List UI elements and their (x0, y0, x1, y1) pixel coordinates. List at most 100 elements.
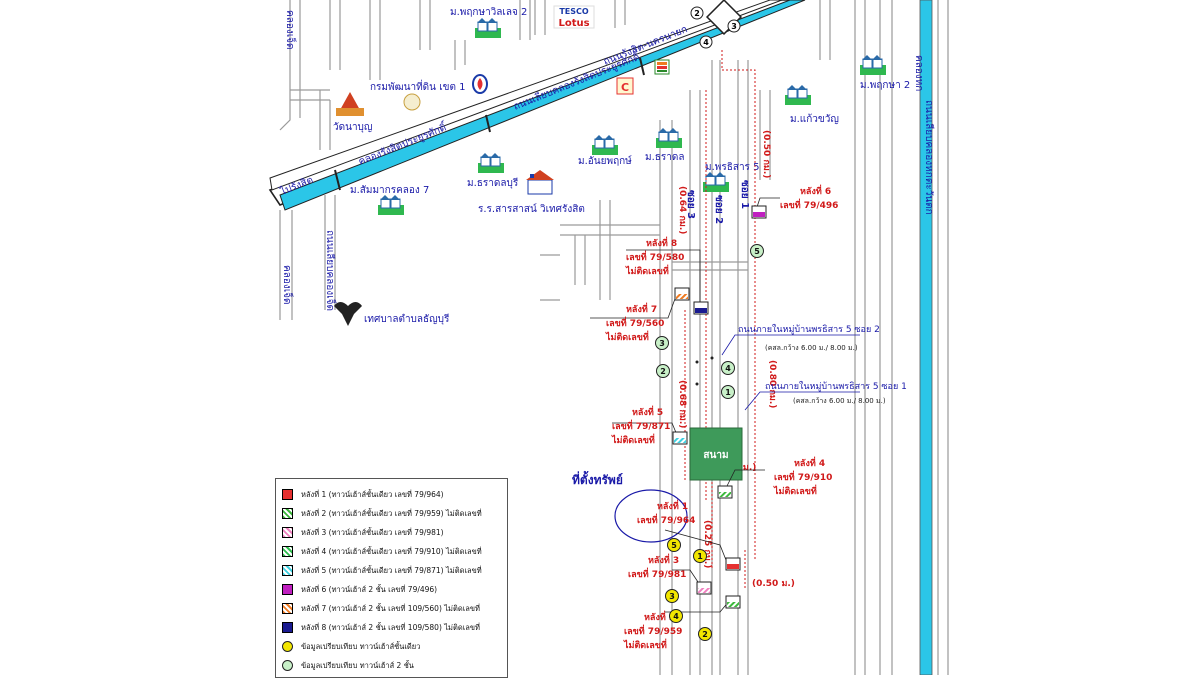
legend-swatch-icon (282, 508, 293, 519)
comparable-marker: 5 (750, 244, 764, 258)
village-icon (592, 135, 618, 155)
house-title: หลังที่ 7 (626, 302, 657, 315)
legend-swatch-icon (282, 546, 293, 557)
land-dept-label: กรมพัฒนาที่ดิน เขต 1 (370, 79, 465, 93)
house-leader-line (612, 422, 678, 436)
comparable-marker: 4 (669, 609, 683, 623)
property-location-label: ที่ตั้งทรัพย์ (572, 470, 623, 487)
road-point (695, 382, 699, 386)
comparable-number: 5 (671, 541, 677, 550)
comparable-number: 4 (673, 612, 679, 621)
comparable-number: 3 (659, 339, 665, 348)
road-point (710, 356, 714, 360)
house-number: เลขที่ 79/871 (612, 419, 670, 432)
legend-label: หลังที่ 6 (ทาวน์เฮ้าส์ 2 ชั้น เลขที่ 79/… (301, 584, 438, 594)
village-icon (785, 85, 811, 105)
house-marker-fill (719, 492, 731, 497)
house-title: หลังที่ 5 (632, 405, 663, 418)
comparable-marker: 5 (667, 538, 681, 552)
comparable-marker: 2 (656, 364, 670, 378)
legend-swatch-icon (282, 622, 293, 633)
house-marker-fill (727, 564, 739, 569)
soi-2-label: ซอย 2 (713, 195, 724, 224)
comparable-marker: 4 (721, 361, 735, 375)
legend-row: หลังที่ 8 (ทาวน์เฮ้าส์ 2 ชั้น เลขที่ 109… (282, 618, 501, 637)
tesco-text: TESCO (559, 7, 589, 16)
house-title: หลังที่ 6 (800, 184, 831, 197)
comparable-marker: 3 (665, 589, 679, 603)
intersection-3: 3 (731, 22, 737, 31)
house-leader-line (626, 249, 701, 302)
house-unnumbered: ไม่ติดเลขที่ (623, 638, 667, 651)
soi-1-label: ซอย 1 (739, 180, 750, 209)
legend-row: ข้อมูลเปรียบเทียบ ทาวน์เฮ้าส์ 2 ชั้น (282, 656, 501, 675)
municipality-label: เทศบาลตำบลธัญบุรี (364, 313, 450, 325)
legend-label: หลังที่ 8 (ทาวน์เฮ้าส์ 2 ชั้น เลขที่ 109… (301, 622, 480, 632)
house-unnumbered: ไม่ติดเลขที่ (773, 484, 817, 497)
tesco-lotus-logo: TESCO Lotus (553, 5, 595, 29)
temple-label: วัดนาบุญ (333, 122, 372, 133)
village-icon (860, 55, 886, 75)
legend-label: หลังที่ 7 (ทาวน์เฮ้าส์ 2 ชั้น เลขที่ 109… (301, 603, 480, 613)
legend-row: หลังที่ 6 (ทาวน์เฮ้าส์ 2 ชั้น เลขที่ 79/… (282, 580, 501, 599)
house-marker-fill (695, 308, 707, 313)
house-marker-fill (727, 602, 739, 607)
house-number: เลขที่ 79/981 (628, 567, 686, 580)
distance-label-2: (0.64 กม.) (677, 186, 687, 234)
legend-swatch-icon (282, 527, 293, 538)
main-highway (268, 0, 806, 211)
road-label-klong-7: คลองเจ็ด (284, 10, 298, 49)
village-label: ม.แก้วขวัญ (790, 113, 839, 125)
house-leader-line (724, 469, 765, 491)
house-marker-fill (698, 588, 710, 593)
house-number: เลขที่ 79/560 (606, 316, 664, 329)
comparable-number: 2 (702, 630, 708, 639)
garuda-emblem-icon (334, 302, 362, 326)
distance-label-4: (0.80 กม.) (767, 360, 777, 408)
soi-3-label: ซอย 3 (685, 190, 696, 219)
house-leader-line (672, 569, 701, 586)
house-leader-line (664, 529, 727, 561)
village-markers: ม.พฤกษาวิลเลจ 2ม.ธราดลบุรีม.สัมมากรคลอง … (350, 7, 910, 215)
village-icon (703, 172, 729, 192)
gas-station-icon (472, 74, 488, 94)
comparable-marker: 3 (655, 336, 669, 350)
comparable-number: 3 (669, 592, 675, 601)
house-title: หลังที่ 3 (648, 553, 679, 566)
comparable-number: 2 (660, 367, 666, 376)
village-icon (478, 153, 504, 173)
road-label-klong-7-lower: คลองเจ็ด (281, 265, 295, 304)
house-marker-fill (753, 212, 765, 217)
distance-label-1: (0.50 กม.) (761, 130, 771, 178)
house-number: เลขที่ 79/580 (626, 250, 684, 263)
inner-road-2-spec: (คสล.กว้าง 6.00 ม./ 8.00 ม.) (765, 344, 858, 352)
canal-dividers (334, 57, 645, 191)
school-label: ร.ร.สารสาสน์ วิเทศรังสิต (478, 203, 585, 215)
village-label: ม.พฤกษาวิลเลจ 2 (450, 7, 527, 18)
comparable-number: 5 (754, 247, 760, 256)
comparable-markers: 1 2 3 4 5 1 2 3 4 5 (655, 244, 764, 641)
temple-icon (336, 92, 364, 116)
legend-row: หลังที่ 7 (ทาวน์เฮ้าส์ 2 ชั้น เลขที่ 109… (282, 599, 501, 618)
village-label: ม.พฤกษา 2 (860, 80, 910, 91)
comparable-number: 1 (725, 388, 731, 397)
village-label: ม.สัมมากรคลอง 7 (350, 185, 429, 196)
house-unnumbered: ไม่ติดเลขที่ (625, 264, 669, 277)
house-title: หลังที่ 4 (794, 456, 825, 469)
legend-row: หลังที่ 3 (ทาวน์เฮ้าส์ชั้นเดียว เลขที่ 7… (282, 523, 501, 542)
inner-road-annotations (721, 334, 860, 411)
house-title: หลังที่ 1 (657, 499, 688, 512)
legend-swatch-icon (282, 584, 293, 595)
svg-text:C: C (621, 81, 629, 94)
comparable-marker: 1 (693, 549, 707, 563)
comparable-marker: 2 (698, 627, 712, 641)
house-number: เลขที่ 79/910 (774, 470, 832, 483)
inner-road-1-spec: (คสล.กว้าง 6.00 ม./ 8.00 ม.) (793, 397, 886, 405)
intersection-4: 4 (703, 38, 709, 47)
road-point (695, 360, 699, 364)
land-dept-logo-icon (403, 93, 421, 111)
school-icon (526, 170, 554, 195)
road-label-right: ถนนเลียบคลองหกตะวันตก (923, 100, 935, 215)
